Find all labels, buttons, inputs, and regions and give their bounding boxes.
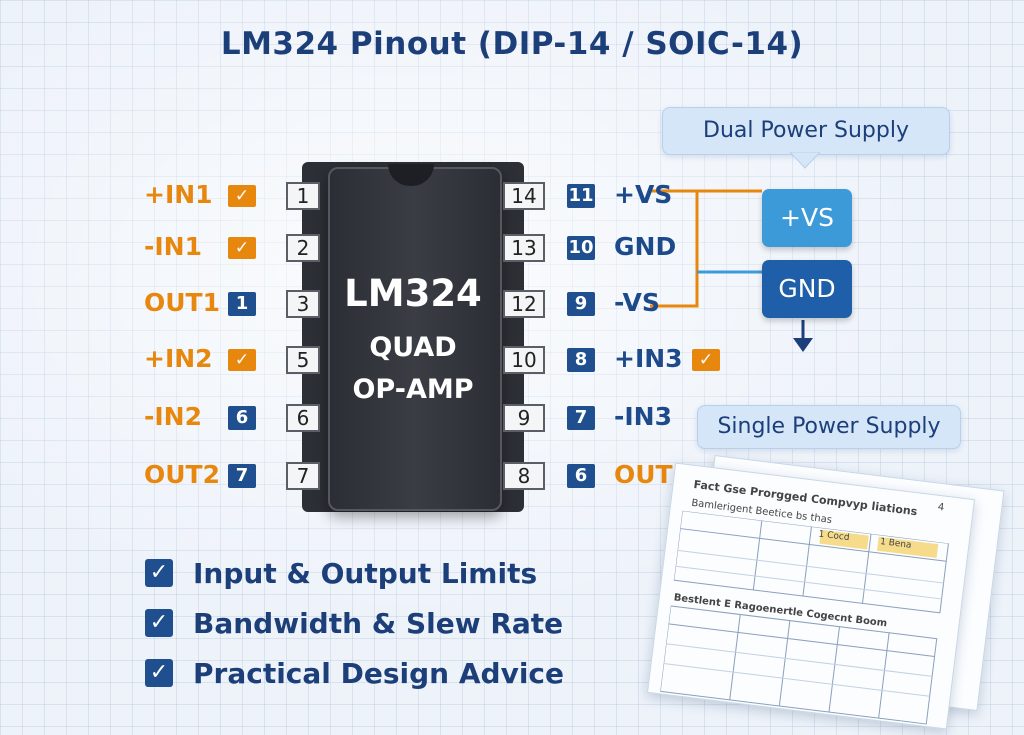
feature-item: ✓ Practical Design Advice xyxy=(145,648,564,698)
datasheet-page: Fact Gse Prorgged Compvyp liations 4 Bam… xyxy=(646,462,976,730)
chip-line-quad: QUAD xyxy=(369,332,457,363)
feature-text: Practical Design Advice xyxy=(193,656,565,690)
pin-badge: 10 xyxy=(567,236,595,260)
pin-label: +IN1 xyxy=(144,180,213,209)
pin-label: OUT2 xyxy=(144,460,221,489)
pin-badge: 11 xyxy=(567,184,595,208)
pin-label: OUT1 xyxy=(144,288,221,317)
pin-3: 3 xyxy=(286,290,320,318)
ic-body xyxy=(328,167,502,511)
supply-wiring xyxy=(650,189,813,352)
check-icon: ✓ xyxy=(692,349,720,371)
pin-6: 6 xyxy=(286,404,320,432)
pin-14: 14 xyxy=(503,182,545,210)
pin-label: +VS xyxy=(614,180,673,209)
pin-8: 8 xyxy=(503,462,545,490)
pin-badge: 6 xyxy=(567,464,595,488)
pin-badge: 9 xyxy=(567,292,595,316)
pin-12: 12 xyxy=(503,290,545,318)
pin-label: -VS xyxy=(614,288,660,317)
pin-13: 13 xyxy=(503,234,545,262)
pin-9: 9 xyxy=(503,404,545,432)
pin-label: +IN3 xyxy=(614,344,683,373)
pin-10: 10 xyxy=(503,346,545,374)
ic-notch xyxy=(388,164,434,186)
checkbox-icon: ✓ xyxy=(145,659,173,687)
vs-supply-button[interactable]: +VS xyxy=(762,189,852,247)
datasheet-page-number: 4 xyxy=(937,501,945,514)
page-title: LM324 Pinout (DIP-14 / SOIC-14) xyxy=(220,26,804,62)
check-icon: ✓ xyxy=(228,237,256,259)
feature-item: ✓ Input & Output Limits xyxy=(145,548,564,598)
pin-label: GND xyxy=(614,232,677,261)
gnd-supply-button[interactable]: GND xyxy=(762,260,852,318)
chip-line-opamp: OP-AMP xyxy=(352,374,474,405)
single-supply-label: Single Power Supply xyxy=(697,405,961,449)
pin-badge: 6 xyxy=(228,406,256,430)
feature-text: Input & Output Limits xyxy=(193,556,538,590)
checkbox-icon: ✓ xyxy=(145,609,173,637)
feature-list: ✓ Input & Output Limits ✓ Bandwidth & Sl… xyxy=(145,548,564,698)
pin-5: 5 xyxy=(286,346,320,374)
check-icon: ✓ xyxy=(228,349,256,371)
pin-2: 2 xyxy=(286,234,320,262)
pin-label: -IN3 xyxy=(614,402,672,431)
pin-label: -IN2 xyxy=(144,402,202,431)
pin-badge: 1 xyxy=(228,292,256,316)
check-icon: ✓ xyxy=(228,185,256,207)
pin-badge: 7 xyxy=(567,406,595,430)
pin-7: 7 xyxy=(286,462,320,490)
bubble-pointer xyxy=(790,152,820,169)
pin-1: 1 xyxy=(286,182,320,210)
datasheet-table xyxy=(659,510,949,725)
checkbox-icon: ✓ xyxy=(145,559,173,587)
feature-item: ✓ Bandwidth & Slew Rate xyxy=(145,598,564,648)
pin-badge: 8 xyxy=(567,348,595,372)
pin-badge: 7 xyxy=(228,464,256,488)
pin-label: -IN1 xyxy=(144,232,202,261)
dual-supply-label: Dual Power Supply xyxy=(662,107,950,155)
chip-name: LM324 xyxy=(344,272,482,315)
pin-label: +IN2 xyxy=(144,344,213,373)
feature-text: Bandwidth & Slew Rate xyxy=(193,606,564,640)
